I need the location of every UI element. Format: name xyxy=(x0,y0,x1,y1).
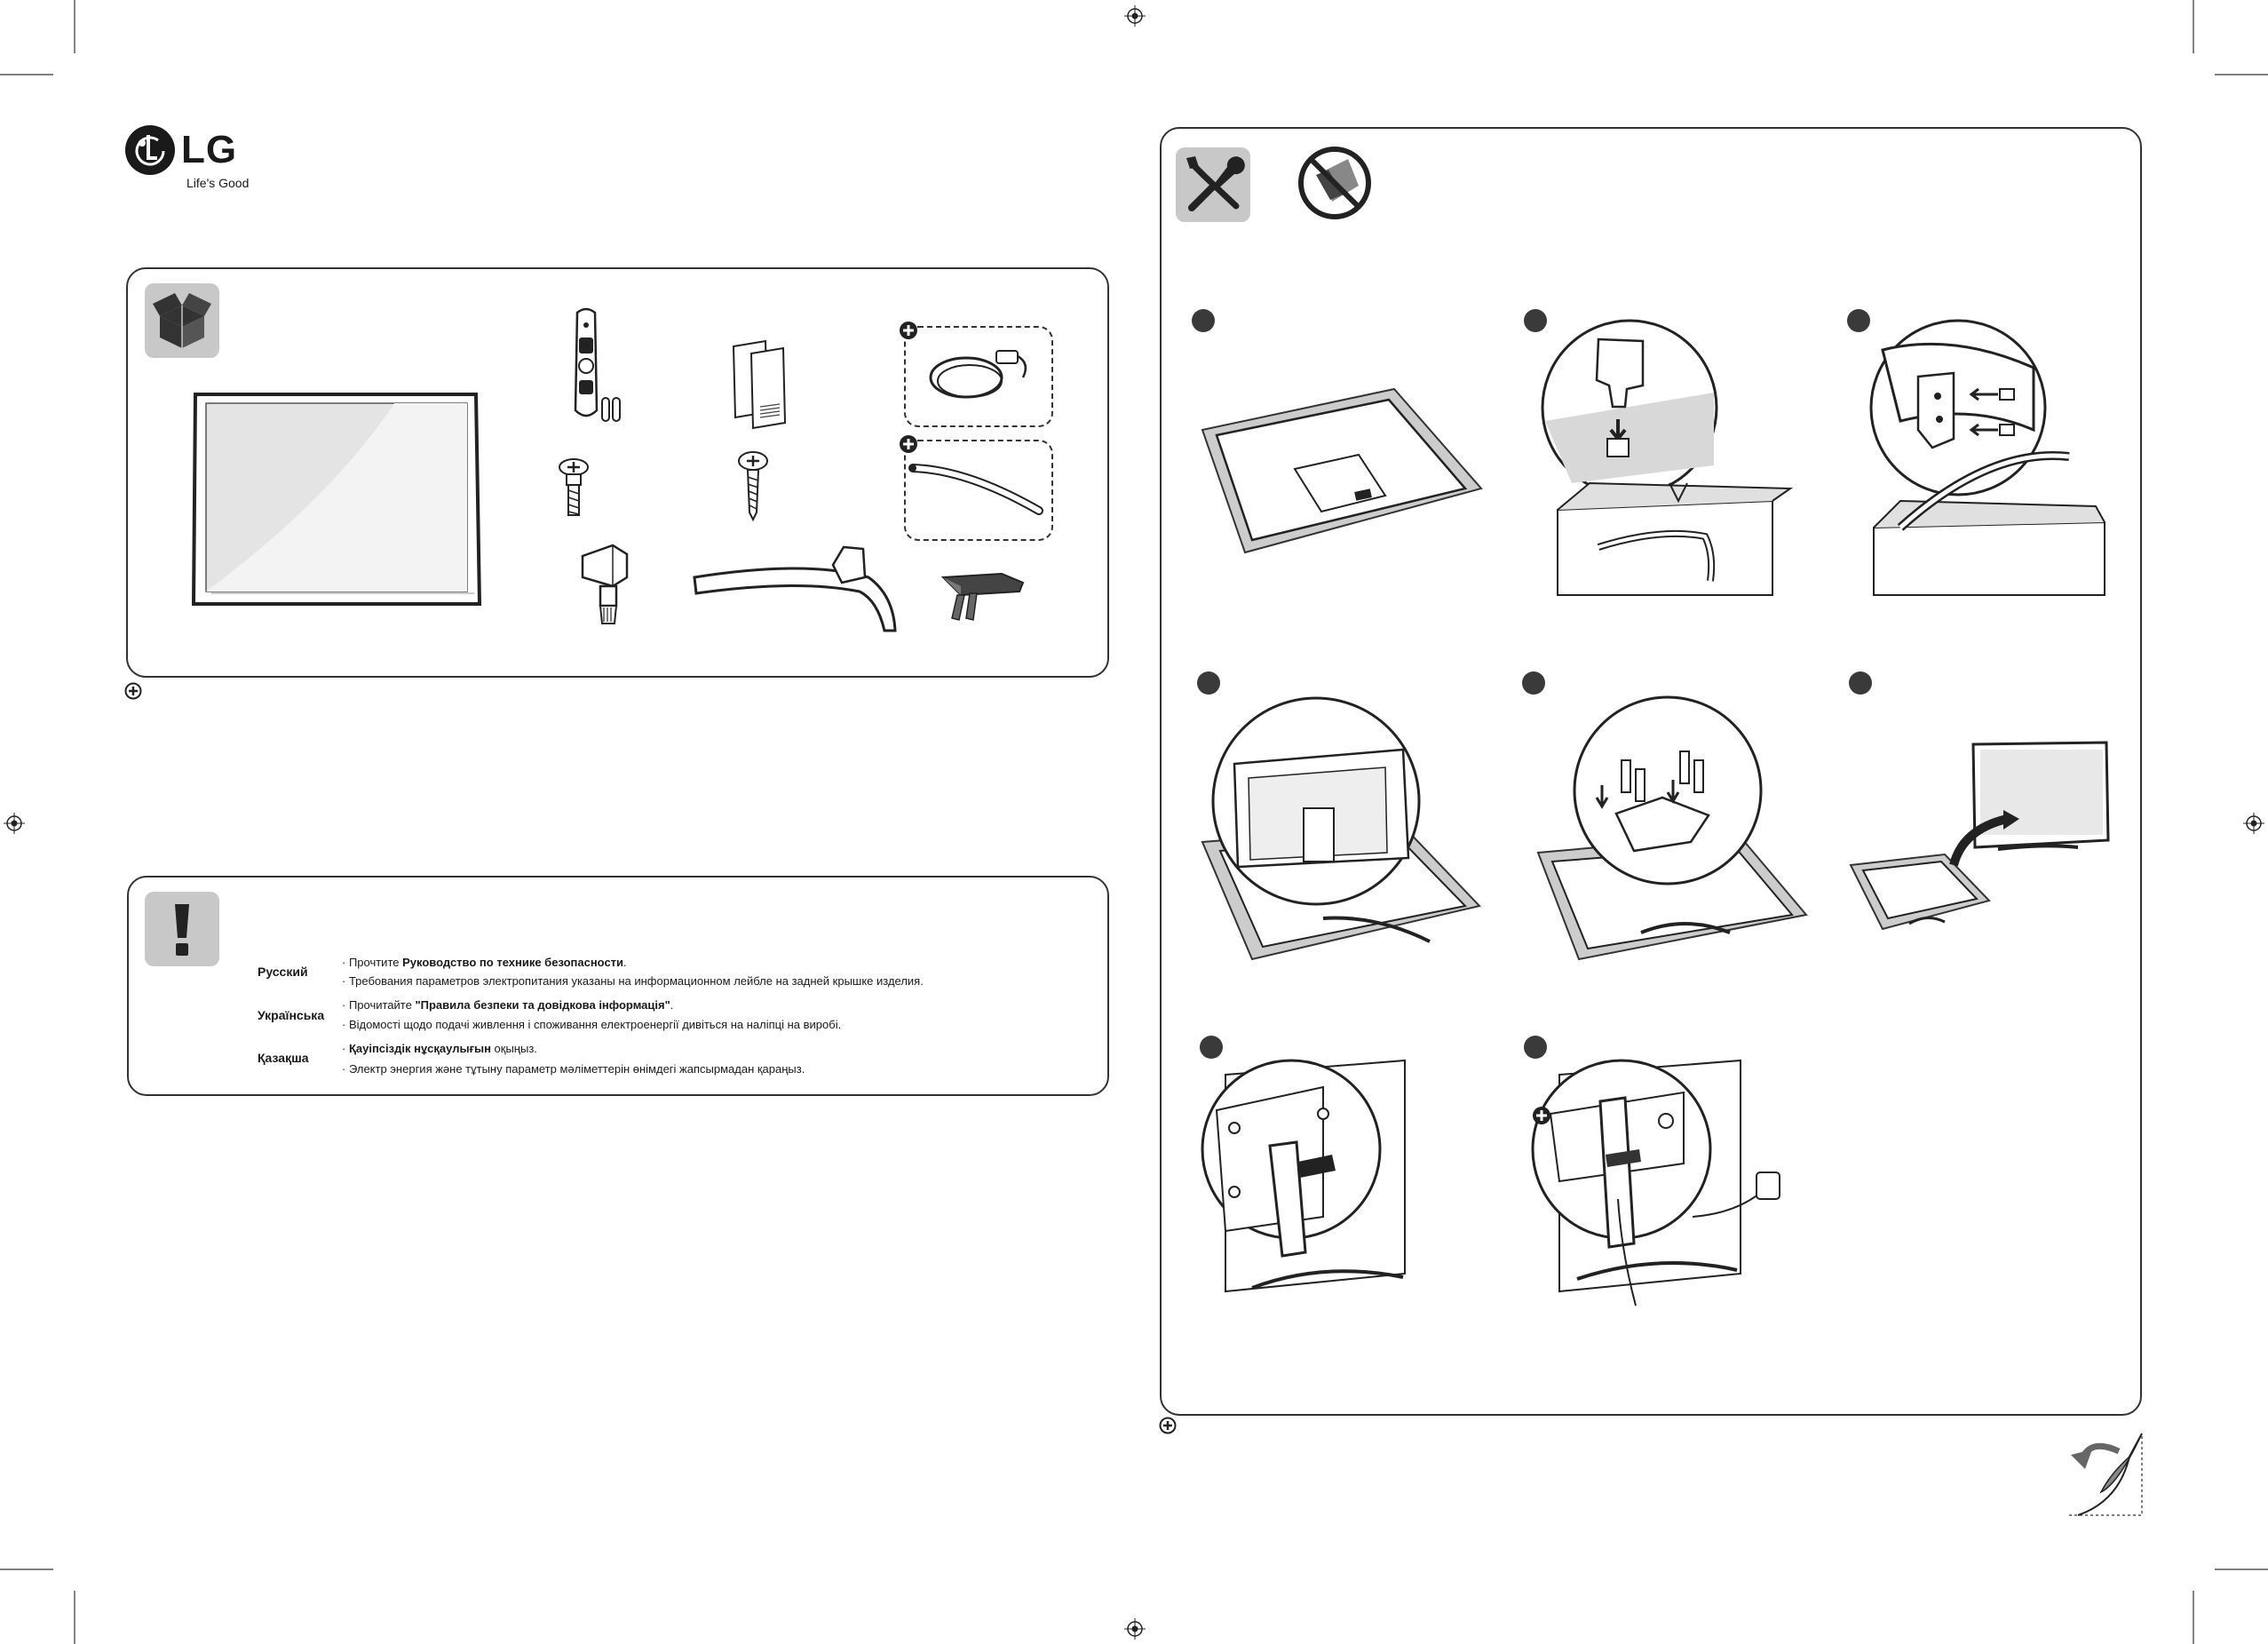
safety-kk-post: оқыңыз. xyxy=(490,1042,537,1055)
registration-mark-icon xyxy=(2243,813,2264,834)
tv-illustration xyxy=(191,393,482,606)
step-badge-2 xyxy=(1524,309,1547,332)
step-2-illustration xyxy=(1541,319,1794,596)
logo-text: LG xyxy=(181,128,238,171)
safety-uk-line2: · Відомості щодо подачі живлення і спожи… xyxy=(342,1018,842,1031)
safety-lang-kk: Қазақша xyxy=(258,1051,309,1065)
step-7-illustration xyxy=(1201,1059,1406,1293)
plus-icon xyxy=(124,682,142,700)
lg-face-icon xyxy=(125,125,175,175)
step-badge-7 xyxy=(1200,1036,1223,1059)
step-badge-6 xyxy=(1849,671,1872,695)
safety-kk-line2: · Электр энергия және тұтыну параметр мә… xyxy=(342,1062,805,1076)
safety-ru-bold: Руководство по технике безопасности xyxy=(402,956,624,969)
step-1-illustration xyxy=(1201,387,1483,554)
safety-ru-pre: · Прочтите xyxy=(342,956,403,969)
lg-logo: LG Life's Good xyxy=(124,124,266,195)
exclamation-icon xyxy=(175,904,189,956)
safety-uk-pre: · Прочитайте xyxy=(342,998,416,1012)
step-badge-5 xyxy=(1522,671,1545,695)
safety-ru-line1: · Прочтите Руководство по технике безопа… xyxy=(342,956,627,969)
step-badge-1 xyxy=(1192,309,1215,332)
cable-holder-icon xyxy=(908,464,1043,515)
safety-lang-ru: Русский xyxy=(258,965,308,979)
step-4-illustration xyxy=(1201,696,1481,961)
step-6-illustration xyxy=(1849,741,2110,931)
screw-icon xyxy=(738,451,768,522)
power-cable-icon xyxy=(929,350,1027,399)
screw-icon xyxy=(559,458,589,516)
step-badge-3 xyxy=(1847,309,1870,332)
step-5-illustration xyxy=(1536,695,1808,961)
safety-lang-uk: Українська xyxy=(258,1008,325,1022)
optional-holder-box xyxy=(904,440,1053,541)
safety-panel xyxy=(127,876,1109,1096)
step-badge-8 xyxy=(1524,1036,1547,1059)
cable-clip-icon xyxy=(940,572,1025,621)
plus-icon xyxy=(1533,1107,1550,1124)
plus-icon xyxy=(1159,1417,1177,1434)
stand-body-icon xyxy=(581,544,629,624)
plus-icon xyxy=(900,322,917,339)
optional-cable-box xyxy=(904,326,1053,427)
step-badge-4 xyxy=(1197,671,1220,695)
step-3-illustration xyxy=(1869,319,2105,596)
safety-ru-post: . xyxy=(623,956,627,969)
registration-mark-icon xyxy=(4,813,25,834)
registration-mark-icon xyxy=(1124,5,1146,27)
remote-icon xyxy=(574,307,621,422)
safety-uk-line1: · Прочитайте "Правила безпеки та довідко… xyxy=(342,998,673,1012)
registration-mark-icon xyxy=(1124,1618,1146,1640)
page-turn-icon xyxy=(2069,1433,2143,1516)
safety-ru-line2: · Требования параметров электропитания у… xyxy=(342,974,924,988)
box-icon xyxy=(153,293,211,348)
safety-kk-bold: Қауіпсіздік нұсқаулығын xyxy=(348,1042,491,1055)
manual-icon xyxy=(732,339,787,430)
tools-icon xyxy=(1186,156,1245,211)
step-8-illustration xyxy=(1531,1059,1780,1306)
logo-slogan: Life's Good xyxy=(186,176,250,190)
plus-icon xyxy=(900,435,917,453)
safety-uk-bold: "Правила безпеки та довідкова інформація… xyxy=(415,998,670,1012)
safety-uk-post: . xyxy=(670,998,674,1012)
safety-kk-pre: · xyxy=(342,1042,349,1055)
stand-base-icon xyxy=(693,545,897,632)
safety-kk-line1: · Қауіпсіздік нұсқаулығын оқыңыз. xyxy=(342,1042,537,1055)
no-cutting-icon xyxy=(1298,147,1371,219)
